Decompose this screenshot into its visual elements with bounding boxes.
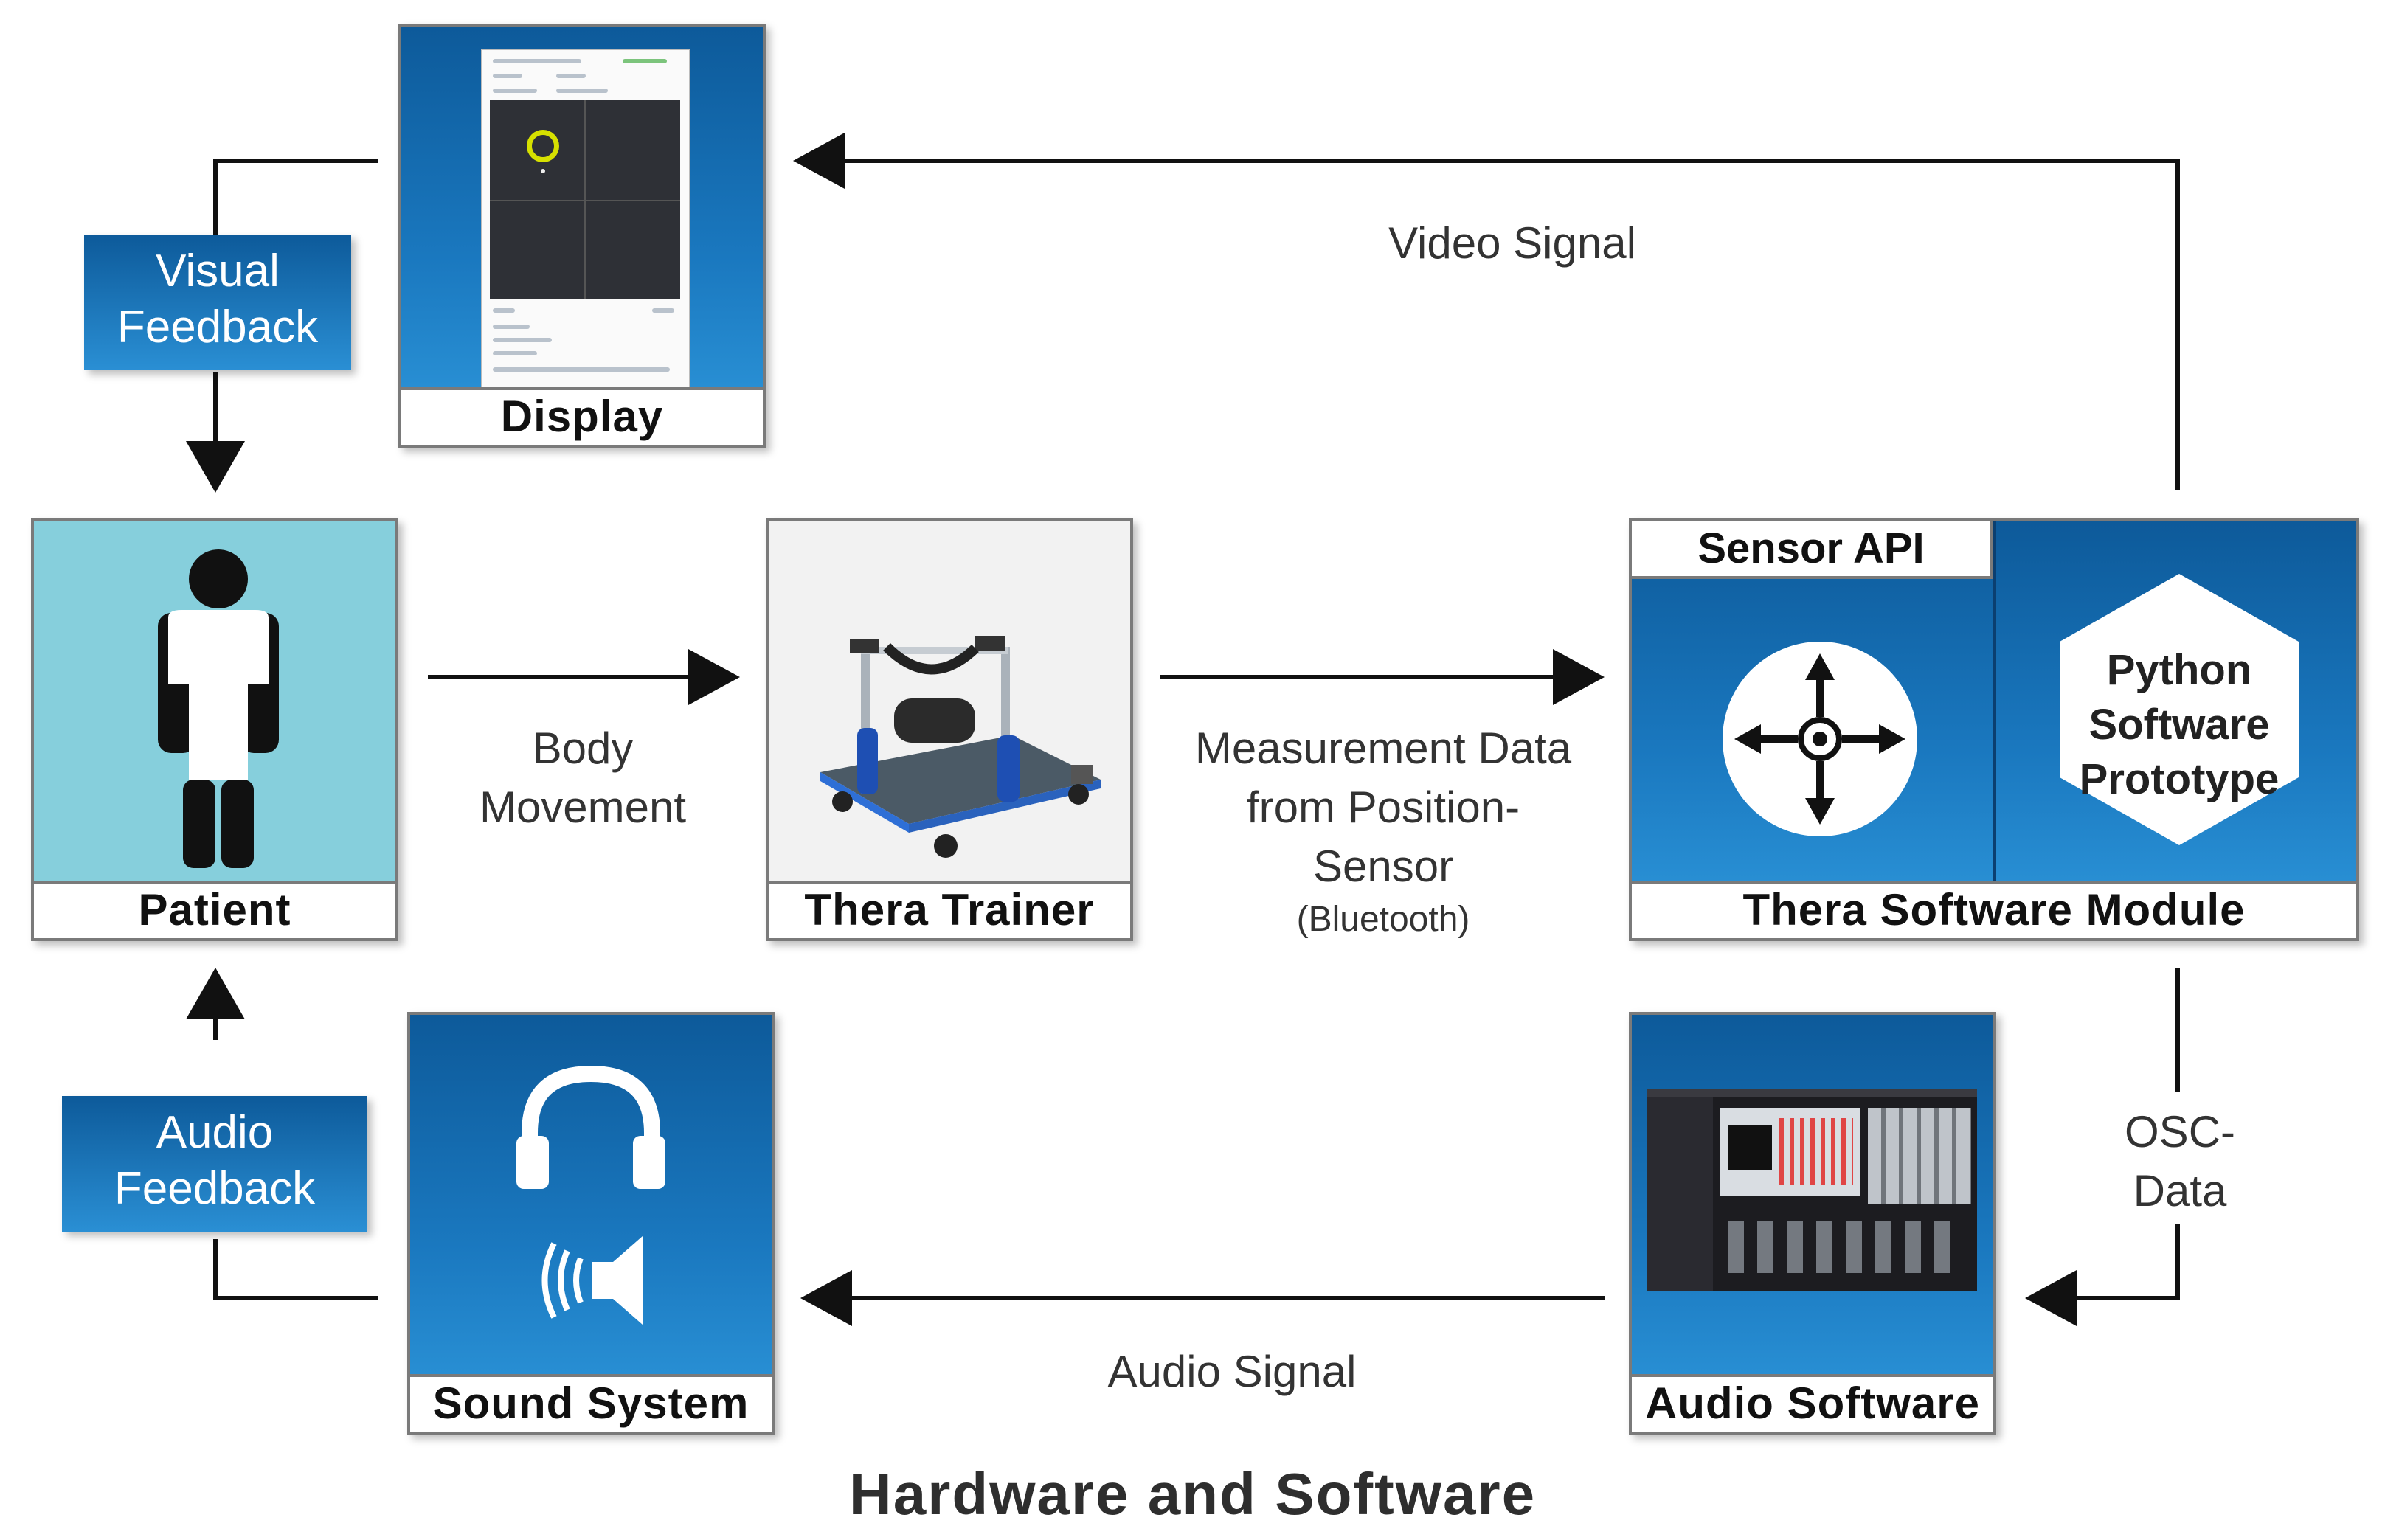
visual-feedback-arrowhead [186, 441, 245, 493]
headphones-icon [516, 1065, 665, 1189]
video-signal-arrowhead [793, 133, 845, 189]
thera-trainer-label: Thera Trainer [769, 881, 1130, 938]
audio-software-screen-image [1647, 1089, 1977, 1291]
module-divider [1993, 521, 1996, 887]
sensor-direction-icon [1723, 642, 1917, 836]
visual-feedback-line-1: Visual [156, 246, 280, 296]
osc-data-arrowhead [2025, 1270, 2077, 1326]
audio-software-label: Audio Software [1632, 1374, 1993, 1432]
bluetooth-label: (Bluetooth) [1296, 900, 1470, 939]
thera-trainer-node: Thera Trainer [766, 518, 1133, 941]
sound-system-label: Sound System [410, 1374, 772, 1432]
body-movement-arrowhead [688, 649, 740, 705]
video-signal-arrow [841, 159, 2180, 490]
diagram-title: Hardware and Software [848, 1461, 1537, 1527]
sensor-api-label: Sensor API [1632, 521, 1993, 579]
display-node: Display [398, 24, 766, 448]
measurement-label: Measurement Data from Position- Sensor (… [1147, 719, 1619, 943]
patient-label: Patient [34, 881, 395, 938]
thera-software-module-node: Sensor API Python Software Prototype The… [1629, 518, 2359, 941]
audio-feedback-line-2: Feedback [114, 1163, 316, 1214]
sound-system-node: Sound System [407, 1012, 775, 1435]
audio-signal-label: Audio Signal [1107, 1347, 1357, 1396]
visual-feedback-box: Visual Feedback [84, 235, 351, 370]
python-prototype-hexagon [2060, 574, 2299, 845]
body-movement-label: Body Movement [479, 724, 687, 832]
python-prototype-label: Python Software Prototype [2079, 646, 2280, 803]
display-screen-image [481, 49, 690, 391]
audio-feedback-line-1: Audio [156, 1107, 274, 1158]
thera-trainer-device-image [820, 636, 1101, 858]
patient-figure-icon [158, 549, 279, 868]
audio-feedback-line [213, 1239, 378, 1300]
display-label: Display [401, 387, 763, 445]
patient-node: Patient [31, 518, 398, 941]
audio-software-node: Audio Software [1629, 1012, 1996, 1435]
visual-feedback-line [213, 159, 378, 235]
audio-feedback-arrowhead [186, 968, 245, 1019]
osc-data-label: OSC- Data [2125, 1107, 2235, 1215]
visual-feedback-line-2: Feedback [117, 302, 319, 353]
speaker-icon [541, 1236, 643, 1325]
measurement-arrowhead [1553, 649, 1605, 705]
audio-feedback-box: Audio Feedback [62, 1096, 367, 1232]
audio-signal-arrowhead [800, 1270, 852, 1326]
thera-software-module-label: Thera Software Module [1632, 881, 2356, 938]
video-signal-label: Video Signal [1388, 218, 1636, 268]
